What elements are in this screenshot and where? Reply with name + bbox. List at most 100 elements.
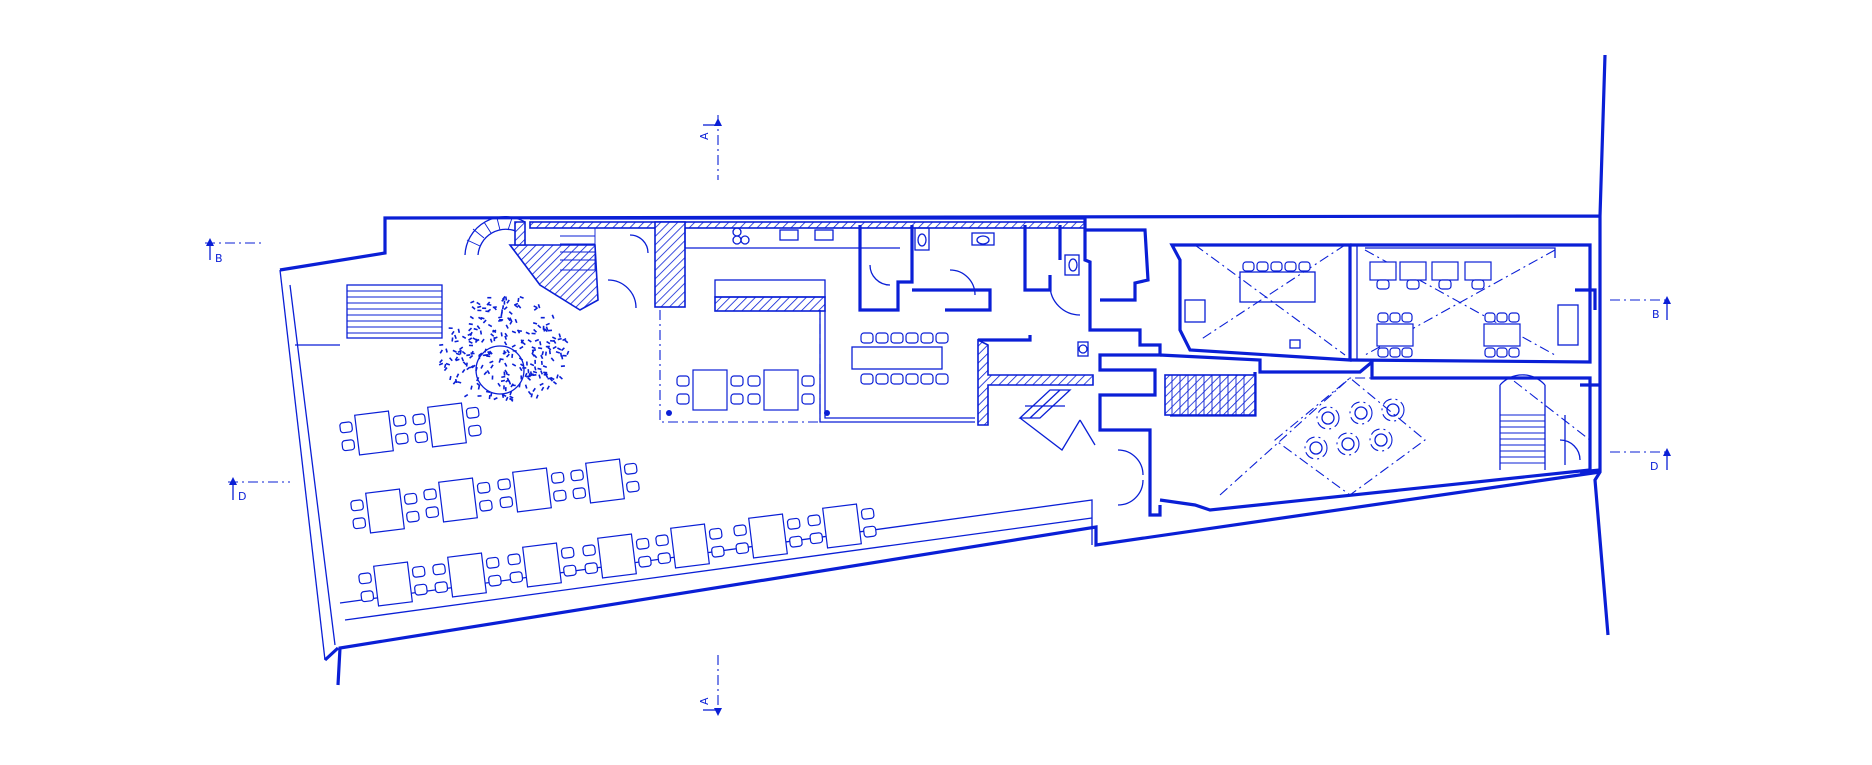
chair-icon	[403, 492, 418, 505]
chair-icon	[479, 499, 493, 512]
leaf-mark	[485, 390, 491, 394]
chair-icon	[1406, 279, 1420, 290]
leaf-mark	[469, 315, 474, 320]
chair-icon	[809, 532, 824, 545]
chair-icon	[657, 552, 672, 565]
leaf-mark	[472, 337, 477, 341]
leaf-mark	[476, 301, 481, 306]
table-icon	[733, 513, 803, 559]
leaf-mark	[484, 348, 487, 353]
section-label-left-b: B	[215, 252, 223, 265]
leaf-mark	[546, 340, 551, 345]
table-icon	[582, 533, 652, 579]
table-icon	[655, 523, 725, 569]
leaf-mark	[562, 337, 567, 342]
chair-icon	[1376, 279, 1390, 290]
chair-icon	[875, 332, 889, 344]
leaf-mark	[519, 366, 523, 372]
chair-icon	[747, 393, 761, 405]
leaf-mark	[537, 367, 542, 371]
leaf-mark	[439, 349, 444, 354]
stair-icon	[346, 284, 443, 339]
desk-icon	[1399, 261, 1427, 281]
leaf-mark	[468, 340, 473, 344]
chair-icon	[499, 496, 514, 509]
leaf-mark	[504, 369, 508, 374]
leaf-mark	[480, 338, 485, 343]
leaf-mark	[475, 366, 478, 372]
leaf-mark	[542, 365, 548, 368]
chair-icon	[1471, 279, 1485, 290]
leaf-mark	[511, 353, 514, 358]
leaf-mark	[470, 352, 475, 355]
chair-icon	[550, 471, 565, 484]
office-right	[1349, 243, 1597, 364]
leaf-mark	[552, 345, 557, 350]
chair-icon	[638, 555, 652, 568]
restrooms	[858, 225, 1080, 312]
tree-icon	[438, 295, 570, 402]
chair-icon	[584, 562, 599, 575]
leaf-mark	[522, 367, 527, 369]
stool-icon	[1316, 406, 1340, 430]
chair-icon	[935, 373, 949, 385]
leaf-mark	[534, 359, 536, 364]
leaf-mark	[478, 355, 481, 360]
chair-icon	[406, 510, 420, 523]
chair-icon	[807, 514, 821, 527]
leaf-mark	[477, 309, 482, 312]
leaf-mark	[504, 332, 508, 337]
leaf-mark	[500, 332, 503, 337]
chair-icon	[488, 574, 502, 587]
leaf-mark	[533, 354, 538, 359]
leaf-mark	[506, 299, 510, 304]
leaf-mark	[479, 330, 483, 335]
leaf-mark	[518, 383, 521, 388]
leaf-mark	[543, 328, 548, 333]
leaf-mark	[547, 346, 552, 351]
leaf-mark	[540, 370, 544, 375]
leaf-mark	[470, 385, 473, 390]
leaf-mark	[538, 374, 541, 379]
leaf-mark	[470, 300, 475, 304]
table-icon	[423, 477, 493, 523]
chair-icon	[920, 332, 934, 344]
leaf-mark	[461, 335, 467, 340]
leaf-mark	[468, 337, 473, 341]
leaf-mark	[534, 366, 537, 371]
leaf-mark	[562, 354, 567, 357]
chair-icon	[341, 439, 356, 452]
leaf-mark	[455, 352, 461, 356]
leaf-mark	[504, 296, 508, 301]
leaf-mark	[501, 295, 506, 300]
chair-icon	[507, 553, 521, 566]
leaf-mark	[507, 317, 511, 322]
chair-icon	[890, 373, 904, 385]
leaf-mark	[543, 371, 548, 374]
leaf-mark	[509, 317, 513, 322]
stair-icon	[1499, 374, 1546, 470]
leaf-mark	[560, 347, 565, 352]
chair-icon	[414, 583, 428, 596]
chair-icon	[572, 487, 587, 500]
leaf-mark	[501, 309, 503, 314]
leaf-mark	[512, 349, 517, 352]
leaf-mark	[530, 393, 533, 398]
leaf-mark	[493, 336, 498, 340]
leaf-mark	[533, 328, 538, 333]
chair-icon	[485, 556, 500, 569]
leaf-mark	[492, 306, 497, 309]
leaf-mark	[457, 328, 461, 333]
leaf-mark	[473, 327, 478, 331]
chair-icon	[497, 478, 511, 491]
leaf-mark	[509, 320, 513, 325]
leaf-mark	[535, 394, 539, 399]
leaf-mark	[509, 397, 514, 402]
leaf-mark	[503, 385, 505, 390]
leaf-mark	[461, 357, 465, 362]
leaf-mark	[557, 337, 562, 341]
chair-icon	[412, 413, 426, 426]
leaf-mark	[511, 344, 516, 348]
leaf-mark	[501, 305, 505, 310]
table-icon	[358, 561, 428, 607]
